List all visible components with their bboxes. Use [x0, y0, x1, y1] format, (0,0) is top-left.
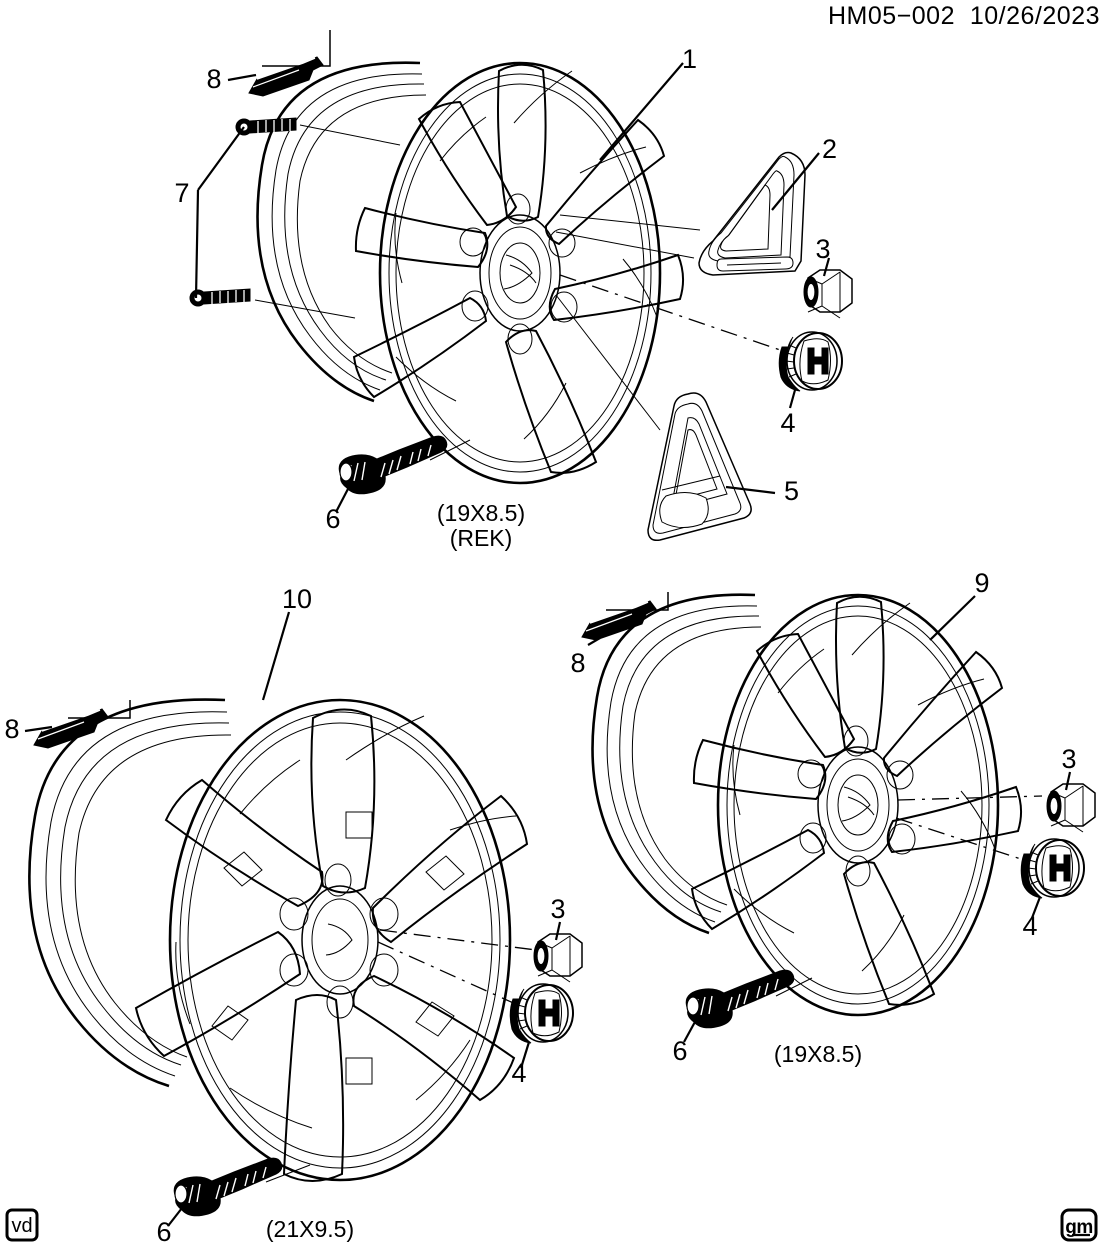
callout-1: 1 — [682, 44, 697, 74]
leader-6b — [167, 1207, 183, 1227]
callout-3-upper: 3 — [815, 234, 830, 264]
callout-6-lower-right: 6 — [672, 1036, 687, 1066]
part-lug-nut-ll[interactable] — [533, 933, 583, 983]
caption-upper-code: (REK) — [450, 525, 513, 551]
part-spoke-insert-trim-lower[interactable] — [647, 392, 752, 542]
sheet-header: HM05−002 10/26/2023 — [828, 2, 1100, 31]
part-tpms-upper[interactable] — [338, 435, 448, 495]
bracket-8-lr — [606, 592, 669, 611]
header-code: HM05−002 — [827, 2, 955, 30]
callout-7: 7 — [174, 178, 189, 208]
leader-3a — [822, 257, 831, 277]
callout-10: 10 — [282, 584, 312, 614]
part-tpms-lr[interactable] — [685, 969, 795, 1029]
part-stud-upper-2[interactable] — [189, 288, 251, 307]
callout-6-upper: 6 — [325, 504, 340, 534]
leader-8c — [587, 637, 601, 646]
axis-dash-lr — [897, 795, 1043, 801]
leader-2 — [771, 152, 820, 211]
connector-trim2 — [559, 214, 701, 231]
leader-3c — [1064, 771, 1072, 791]
gm-logo-text: gm — [1065, 1217, 1093, 1238]
bracket-8-upper — [262, 30, 331, 67]
callout-8-lower-left: 8 — [4, 714, 19, 744]
wheel-face-upper[interactable] — [352, 61, 685, 485]
connector-tpms-upper — [429, 439, 471, 461]
wheel-face-ll[interactable] — [134, 698, 529, 1183]
part-spoke-insert-trim-upper[interactable] — [698, 151, 806, 276]
wheel-rim-barrel-lr[interactable] — [591, 593, 763, 935]
caption-upper-size: (19X8.5) — [437, 500, 525, 526]
leader-6a — [335, 486, 350, 513]
callout-8-upper: 8 — [206, 64, 221, 94]
leader-4a — [788, 389, 797, 409]
callout-4-lower-left: 4 — [511, 1058, 526, 1088]
callout-3-lower-left: 3 — [550, 894, 565, 924]
part-lug-nut-upper[interactable] — [803, 269, 853, 319]
leader-8a — [227, 73, 257, 82]
part-balance-weight-lr[interactable] — [581, 600, 657, 641]
leader-4b — [519, 1041, 531, 1069]
part-center-cap-lr[interactable] — [1020, 838, 1085, 899]
part-center-cap-upper[interactable] — [778, 331, 843, 392]
connector-stud1 — [299, 124, 401, 146]
callout-6-lower-left: 6 — [156, 1217, 171, 1246]
figure-wheel-lower-left: 10 8 3 4 — [4, 584, 583, 1246]
connector-trim5 — [555, 294, 661, 431]
leader-8b — [24, 725, 53, 733]
figure-wheel-upper: 1 2 3 4 — [174, 30, 853, 551]
wheel-face-lr[interactable] — [690, 593, 1023, 1017]
leader-9 — [929, 595, 976, 641]
axis-dash-lr2 — [895, 817, 1031, 863]
revision-stamp-box: vd — [5, 1208, 39, 1242]
leader-3b — [554, 921, 562, 941]
gm-logo: gm — [1060, 1208, 1098, 1242]
callout-4-upper: 4 — [780, 408, 795, 438]
leader-1 — [599, 62, 684, 161]
axis-dash-upper — [559, 274, 787, 353]
part-lug-nut-lr[interactable] — [1046, 783, 1096, 833]
part-balance-weight-upper[interactable] — [248, 56, 324, 97]
part-tpms-ll[interactable] — [173, 1157, 283, 1217]
axis-dash-ll2 — [379, 929, 537, 951]
header-date: 10/26/2023 — [969, 2, 1100, 30]
callout-3-lower-right: 3 — [1061, 744, 1076, 774]
callout-5: 5 — [784, 476, 799, 506]
callout-9: 9 — [974, 568, 989, 598]
connector-tpms-ll — [265, 1164, 311, 1183]
caption-lr-size: (19X8.5) — [774, 1041, 862, 1067]
callout-2: 2 — [822, 134, 837, 164]
leader-7 — [194, 126, 245, 299]
connector-trim2b — [555, 231, 695, 259]
wheel-rim-barrel-upper[interactable] — [256, 61, 428, 403]
part-stud-upper-1[interactable] — [235, 117, 297, 136]
bracket-8-ll — [68, 700, 131, 719]
connector-tpms-lr — [775, 977, 813, 997]
callout-8-lower-right: 8 — [570, 648, 585, 678]
leader-5 — [725, 485, 776, 495]
leader-6c — [683, 1019, 697, 1043]
figure-wheel-lower-right: 9 8 3 4 — [570, 568, 1096, 1067]
axis-dash-ll — [377, 941, 521, 1007]
leader-10 — [261, 611, 291, 701]
callout-4-lower-right: 4 — [1022, 911, 1037, 941]
part-center-cap-ll[interactable] — [509, 983, 574, 1044]
leader-4c — [1030, 896, 1042, 919]
revision-stamp-text: vd — [11, 1215, 32, 1237]
caption-ll-size: (21X9.5) — [266, 1216, 354, 1242]
connector-stud2 — [254, 299, 356, 319]
